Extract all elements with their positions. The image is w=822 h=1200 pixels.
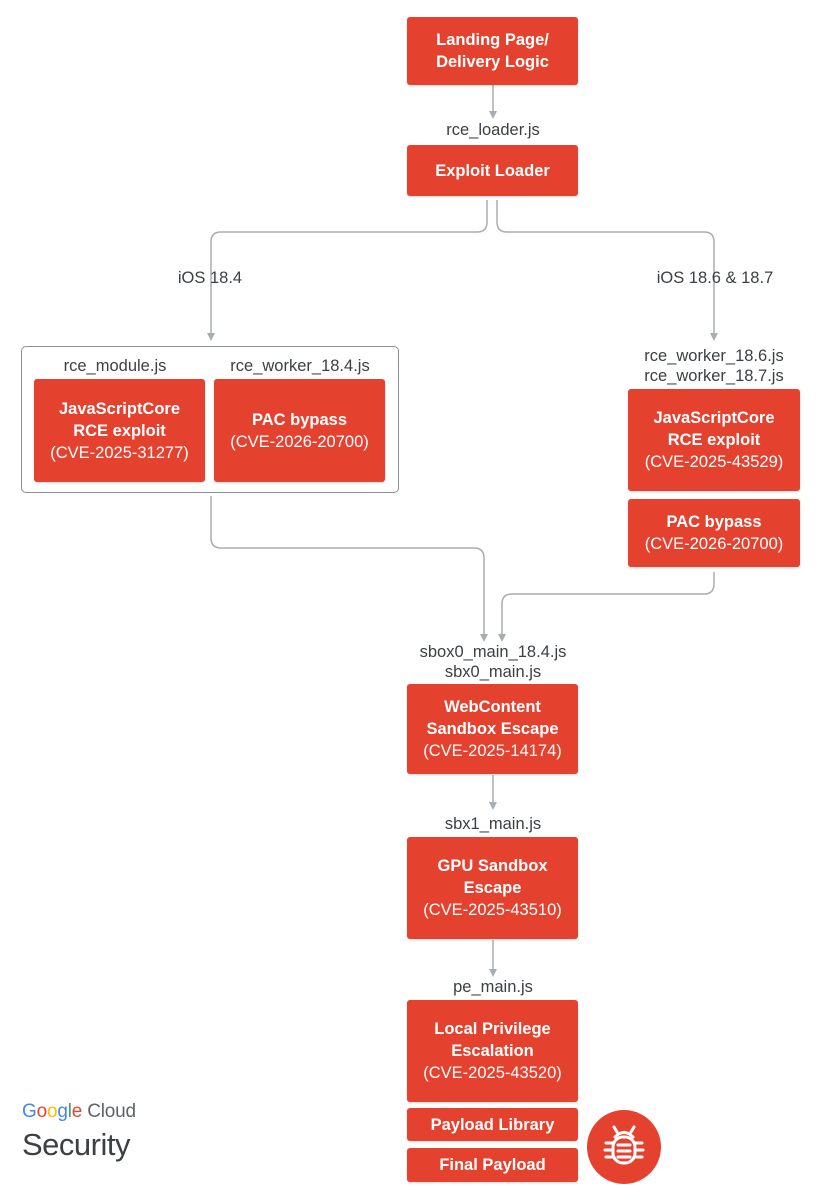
left-rce-title-2: RCE exploit [73, 421, 166, 440]
google-letter-e: e [71, 1101, 83, 1122]
arrow-left-to-sbx0 [210, 496, 488, 642]
bug-icon [587, 1110, 661, 1184]
branch-left-label: iOS 18.4 [177, 269, 243, 287]
right-rce-title-2: RCE exploit [667, 431, 761, 449]
final-payload-node: Final Payload [407, 1148, 578, 1182]
exploit-loader-node: Exploit Loader [407, 145, 578, 196]
google-cloud-security-logo: Google Cloud Security [22, 1101, 136, 1163]
google-letter-g2: g [57, 1101, 68, 1122]
branch-right-label: iOS 18.6 & 18.7 [656, 269, 774, 287]
rce-worker-18-6-file-label: rce_worker_18.6.js [644, 347, 784, 365]
sbx0-main-file-label: sbx0_main.js [444, 663, 542, 681]
right-rce-exploit-node: JavaScriptCore RCE exploit (CVE-2025-435… [628, 389, 800, 491]
arrow-loader-to-right [496, 200, 718, 341]
sbox0-main-18-4-file-label: sbox0_main_18.4.js [419, 643, 567, 661]
left-pac-cve: (CVE-2026-20700) [230, 432, 369, 451]
google-letter-o1: o [36, 1101, 48, 1122]
left-rce-exploit-node: JavaScriptCore RCE exploit (CVE-2025-312… [34, 379, 205, 482]
left-pac-bypass-node: PAC bypass (CVE-2026-20700) [214, 379, 385, 482]
webcontent-sandbox-escape-node: WebContent Sandbox Escape (CVE-2025-1417… [407, 684, 578, 774]
pe-main-file-label: pe_main.js [453, 978, 533, 996]
webcontent-title-2: Sandbox Escape [426, 720, 559, 738]
webcontent-cve: (CVE-2025-14174) [423, 742, 562, 760]
right-pac-title: PAC bypass [666, 513, 762, 531]
gpu-sandbox-escape-node: GPU Sandbox Escape (CVE-2025-43510) [407, 837, 578, 939]
landing-page-node: Landing Page/ Delivery Logic [407, 17, 578, 85]
rce-worker-18-4-file-label: rce_worker_18.4.js [230, 357, 370, 375]
right-rce-title: JavaScriptCore [653, 409, 775, 427]
exploit-loader-title: Exploit Loader [435, 161, 550, 180]
arrow-right-to-sbx0 [498, 572, 715, 642]
gpu-title: GPU Sandbox [437, 857, 548, 875]
google-cloud-wordmark: Google Cloud [22, 1101, 136, 1123]
landing-title: Landing Page/ [436, 31, 549, 49]
arrow-loader-to-left [207, 200, 488, 341]
rce-worker-18-7-file-label: rce_worker_18.7.js [644, 367, 784, 385]
lpe-cve: (CVE-2025-43520) [423, 1064, 562, 1082]
right-pac-bypass-node: PAC bypass (CVE-2026-20700) [628, 499, 800, 567]
left-pac-title: PAC bypass [251, 410, 348, 429]
cloud-word: Cloud [87, 1101, 136, 1122]
landing-title-2: Delivery Logic [436, 53, 549, 71]
right-pac-cve: (CVE-2026-20700) [644, 535, 784, 553]
loader-file-label: rce_loader.js [446, 121, 540, 139]
rce-module-file-label: rce_module.js [63, 357, 167, 375]
left-rce-cve: (CVE-2025-31277) [50, 443, 189, 462]
sbx1-main-file-label: sbx1_main.js [444, 815, 542, 833]
google-letter-g: G [22, 1101, 37, 1122]
left-rce-title: JavaScriptCore [58, 399, 181, 418]
payload-library-node: Payload Library [407, 1108, 578, 1141]
lpe-title: Local Privilege [434, 1020, 551, 1038]
gpu-cve: (CVE-2025-43510) [423, 901, 562, 919]
right-rce-cve: (CVE-2025-43529) [644, 453, 784, 471]
local-privilege-escalation-node: Local Privilege Escalation (CVE-2025-435… [407, 1000, 578, 1102]
google-letter-o2: o [46, 1101, 58, 1122]
google-letter-l: l [67, 1101, 72, 1122]
gpu-title-2: Escape [463, 879, 522, 897]
webcontent-title: WebContent [444, 698, 541, 716]
payload-library-title: Payload Library [430, 1115, 555, 1134]
security-word: Security [22, 1127, 130, 1162]
lpe-title-2: Escalation [451, 1042, 534, 1060]
final-payload-title: Final Payload [439, 1156, 546, 1174]
